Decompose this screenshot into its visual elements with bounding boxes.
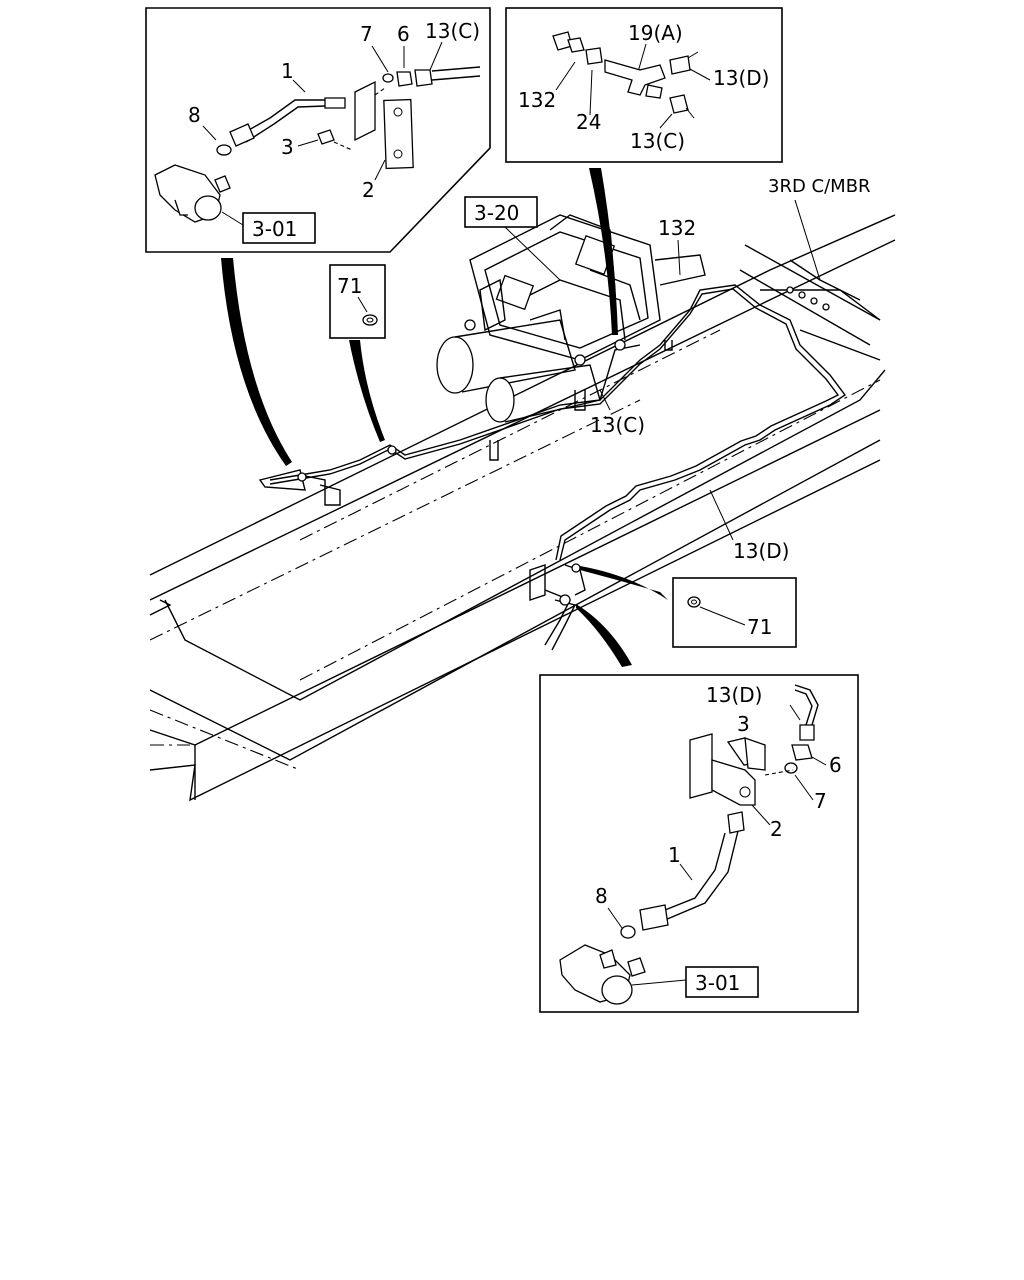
tl-part-8-label: 8 [188, 103, 201, 127]
br-part-7-label: 7 [814, 789, 827, 813]
part-13c-main-label: 13(C) [590, 413, 645, 437]
detail-top-left: 7 6 13(C) 1 8 3 2 [145, 7, 491, 253]
tr-part-13c-label: 13(C) [630, 129, 685, 153]
br-part-2-label: 2 [770, 817, 783, 841]
tl-part-6-label: 6 [397, 22, 410, 46]
part-71-label-left: 71 [337, 274, 362, 298]
br-part-3-label: 3 [737, 712, 750, 736]
br-part-13d-label: 13(D) [706, 683, 762, 707]
valve-assembly [436, 214, 706, 461]
pointer-swooshes [221, 168, 668, 667]
br-part-8-label: 8 [595, 884, 608, 908]
tl-part-3-label: 3 [281, 135, 294, 159]
part-132-label: 132 [658, 216, 696, 240]
tr-part-19a-label: 19(A) [628, 21, 683, 45]
left-hose-bracket [258, 469, 341, 506]
detail-bottom-right: 13(D) 3 6 7 2 1 8 [539, 674, 859, 1013]
tl-part-13c-label: 13(C) [425, 19, 480, 43]
br-part-6-label: 6 [829, 753, 842, 777]
detail-top-right: 19(A) 132 24 13(D) 13(C) [505, 7, 783, 163]
third-cross-member-label: 3RD C/MBR [768, 176, 871, 197]
nut-71-box-left: 71 [329, 264, 386, 339]
right-hose-bracket [529, 563, 586, 651]
br-ref-3-01-label: 3-01 [695, 971, 740, 995]
ref-3-20-label: 3-20 [474, 201, 519, 225]
ref-3-20-box: 3-20 [464, 196, 561, 281]
tl-part-2-label: 2 [362, 178, 375, 202]
tr-part-132-label: 132 [518, 88, 556, 112]
part-71-label-right: 71 [747, 615, 772, 639]
nut-71-box-right: 71 [672, 577, 797, 648]
callout-132-main: 132 [658, 216, 696, 276]
part-13d-main-label: 13(D) [733, 539, 789, 563]
tr-part-13d-label: 13(D) [713, 66, 769, 90]
brake-line-13c [269, 284, 847, 561]
br-part-1-label: 1 [668, 843, 681, 867]
tl-part-1-label: 1 [281, 59, 294, 83]
frame-rail [149, 214, 896, 802]
tl-ref-3-01-label: 3-01 [252, 217, 297, 241]
third-cross-member [739, 199, 881, 361]
tl-part-7-label: 7 [360, 22, 373, 46]
tr-part-24-label: 24 [576, 110, 601, 134]
